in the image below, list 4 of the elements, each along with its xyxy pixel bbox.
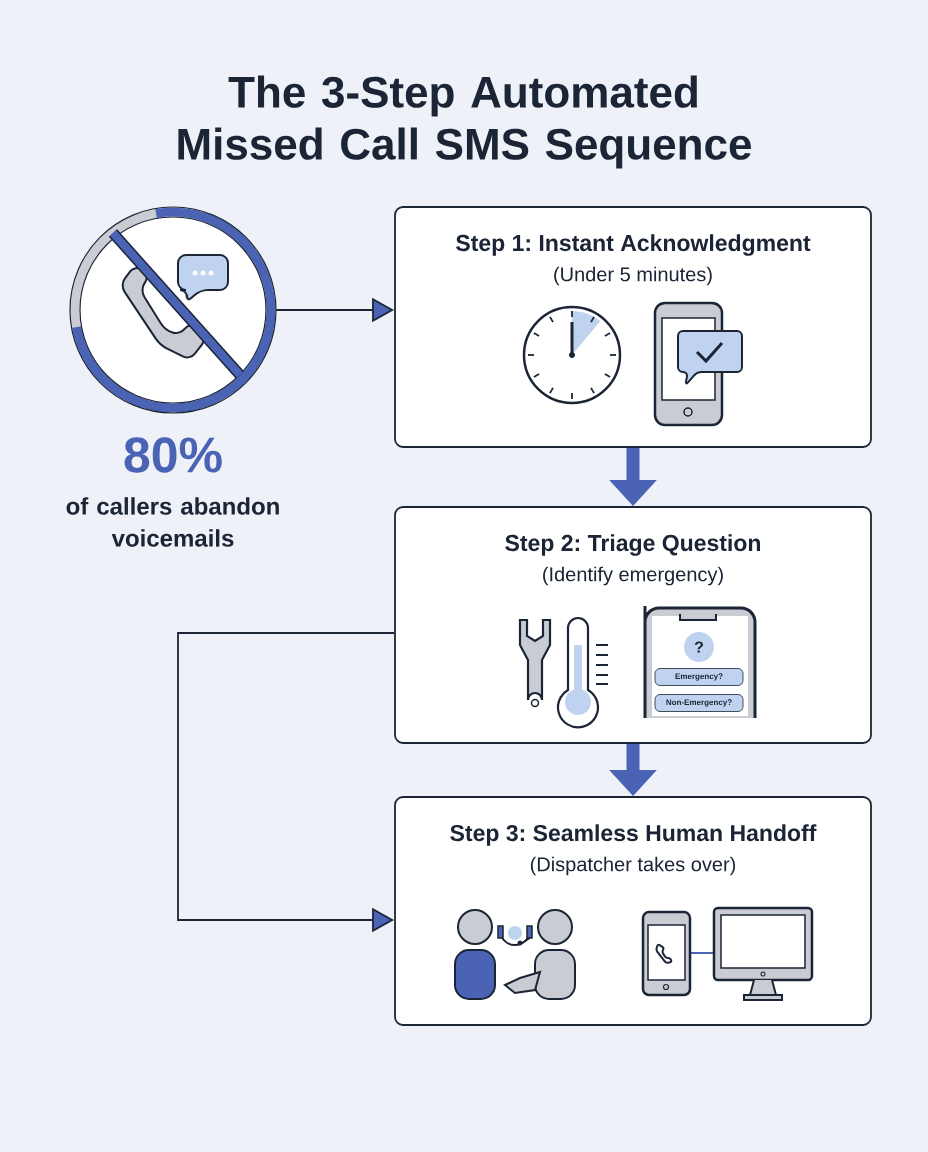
phone-screen: ? Emergency? Non-Emergency? <box>643 604 757 720</box>
stat-number: 80% <box>124 437 222 473</box>
stat-caption: of callers abandon voicemails <box>66 497 279 547</box>
title: The 3-Step Automated Missed Call SMS Sequence <box>178 75 751 169</box>
